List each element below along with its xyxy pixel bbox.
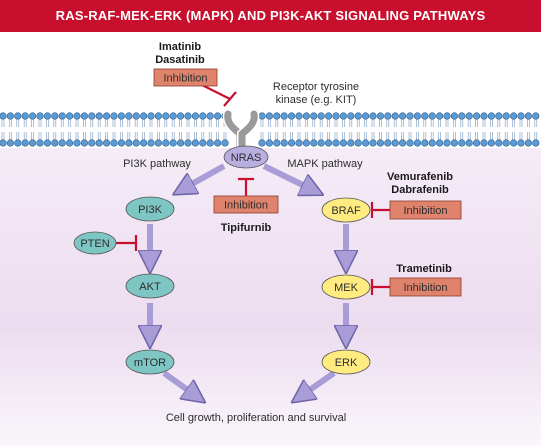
svg-text:ERK: ERK xyxy=(335,357,358,369)
inhibit-pten-akt xyxy=(116,235,138,251)
svg-text:mTOR: mTOR xyxy=(134,357,166,369)
drug-label-vemurafenib: Vemurafenib xyxy=(387,171,453,183)
arrow-erk-outcome xyxy=(301,370,336,396)
arrow-nras-braf xyxy=(262,163,313,190)
receptor-tyrosine-kinase xyxy=(222,109,260,157)
node-braf: BRAF xyxy=(321,197,371,223)
node-pi3k: PI3K xyxy=(125,196,175,222)
inhibition-label: Inhibition xyxy=(403,205,447,217)
inhibition-connectors xyxy=(116,83,390,295)
pi3k-pathway-label: PI3K pathway xyxy=(123,158,191,170)
svg-text:NRAS: NRAS xyxy=(231,152,262,164)
inhibition-box-braf: Inhibition xyxy=(389,200,462,220)
receptor-label-line1: Receptor tyrosine xyxy=(273,81,359,93)
figure-title: RAS-RAF-MEK-ERK (MAPK) AND PI3K-AKT SIGN… xyxy=(55,8,486,23)
receptor-label-line2: kinase (e.g. KIT) xyxy=(276,94,357,106)
svg-text:PTEN: PTEN xyxy=(80,238,109,250)
node-mek: MEK xyxy=(321,274,371,300)
activation-arrows xyxy=(150,163,346,396)
node-erk: ERK xyxy=(321,349,371,375)
drug-label-imatinib: Imatinib xyxy=(159,41,201,53)
inhibit-receptor xyxy=(199,83,237,107)
drug-label-tipifarnib: Tipifurnib xyxy=(221,222,272,234)
inhibition-label: Inhibition xyxy=(163,73,207,85)
inhibition-box-nras: Inhibition xyxy=(213,195,279,214)
drug-label-dabrafenib: Dabrafenib xyxy=(391,184,449,196)
title-banner xyxy=(0,0,541,32)
node-nras: NRAS xyxy=(223,145,269,169)
inhibition-label: Inhibition xyxy=(224,200,268,212)
arrow-nras-pi3k xyxy=(183,163,226,189)
svg-text:PI3K: PI3K xyxy=(138,204,163,216)
inhibit-nras xyxy=(238,177,254,196)
node-mtor: mTOR xyxy=(125,349,175,375)
node-pten: PTEN xyxy=(73,231,117,255)
extracellular-space xyxy=(0,40,541,112)
inhibit-braf xyxy=(370,202,390,218)
cytoplasm xyxy=(0,148,541,446)
inhibition-box-receptor: Inhibition xyxy=(153,68,218,87)
inhibition-label: Inhibition xyxy=(403,282,447,294)
outcome-label: Cell growth, proliferation and survival xyxy=(166,412,346,424)
mapk-pathway-label: MAPK pathway xyxy=(287,158,363,170)
arrow-mtor-outcome xyxy=(162,370,196,396)
drug-label-trametinib: Trametinib xyxy=(396,263,452,275)
inhibition-box-mek: Inhibition xyxy=(389,277,462,297)
inhibit-mek xyxy=(370,279,390,295)
svg-text:AKT: AKT xyxy=(139,281,161,293)
node-akt: AKT xyxy=(125,273,175,299)
cell-membrane xyxy=(0,112,540,147)
drug-label-dasatinib: Dasatinib xyxy=(155,54,205,66)
svg-text:MEK: MEK xyxy=(334,282,359,294)
svg-text:BRAF: BRAF xyxy=(331,205,361,217)
